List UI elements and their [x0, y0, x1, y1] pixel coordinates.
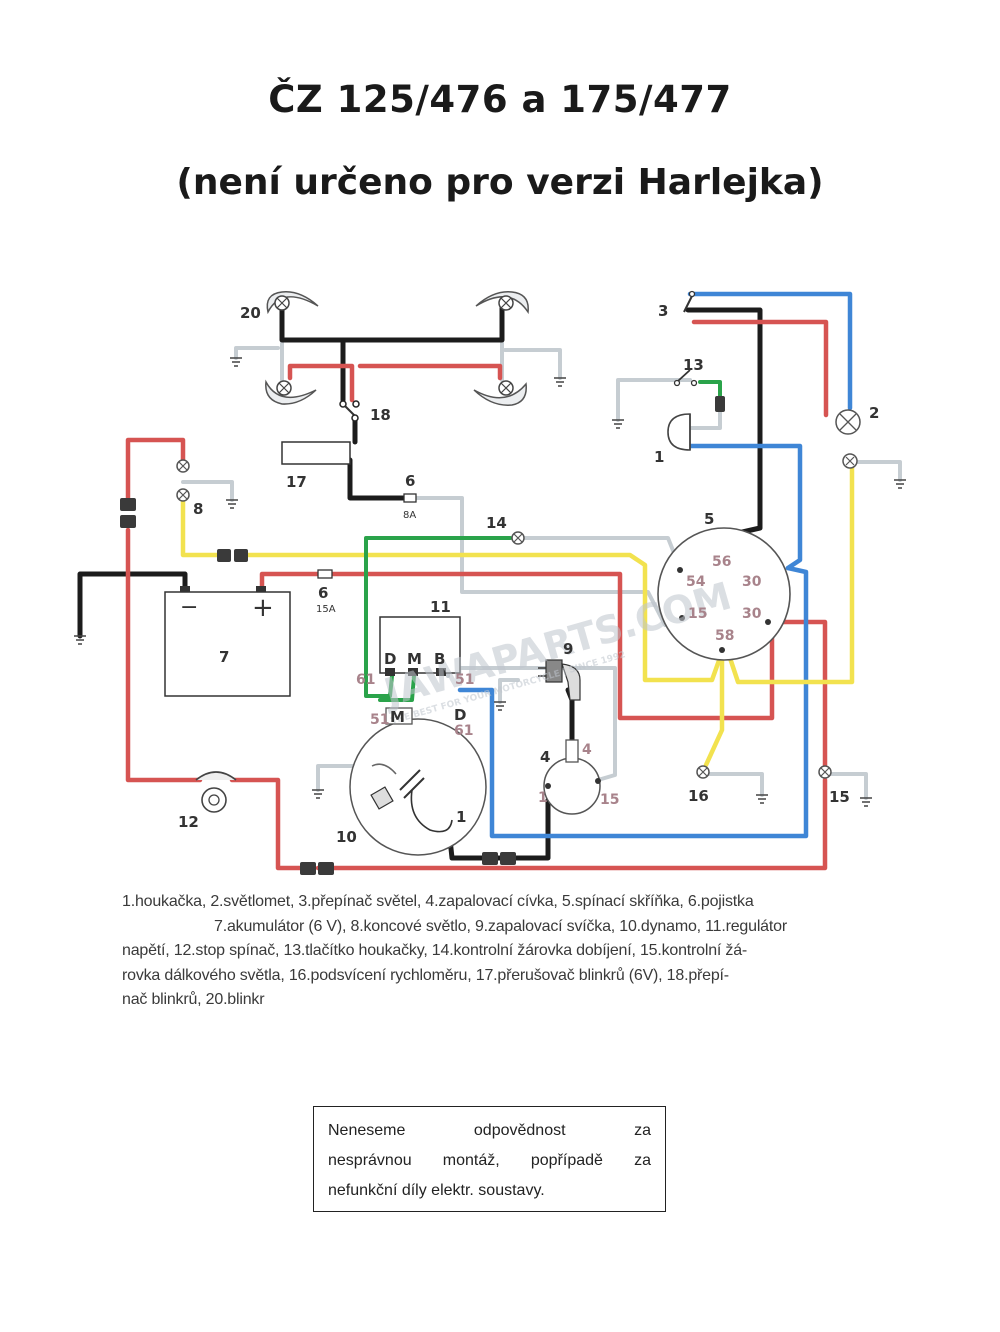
label-10: 10 — [336, 828, 357, 846]
high-beam-indicator-lamp — [818, 765, 832, 779]
label-20: 20 — [240, 304, 261, 322]
ignition-coil — [543, 739, 601, 815]
fuse-15a — [317, 569, 333, 579]
sb-terminal-58: 58 — [715, 628, 734, 644]
reg-terminal-51: 51 — [455, 672, 474, 688]
label-14: 14 — [486, 514, 507, 532]
label-18: 18 — [370, 406, 391, 424]
label-3: 3 — [658, 302, 668, 320]
coil-terminal-4: 4 — [582, 742, 592, 758]
legend-line-1: 1.houkačka, 2.světlomet, 3.přepínač svět… — [122, 893, 754, 910]
light-switch — [683, 290, 696, 313]
disclaimer-word: Neneseme — [328, 1122, 406, 1139]
voltage-regulator — [379, 616, 461, 676]
reg-terminal-d: D — [384, 650, 396, 668]
component-legend: 1.houkačka, 2.světlomet, 3.přepínač svět… — [122, 890, 887, 1013]
ground-symbols — [74, 357, 906, 807]
dynamo-terminal-labels: 51 M D 61 1 — [370, 706, 473, 826]
label-8: 8 — [193, 500, 203, 518]
label-5: 5 — [704, 510, 714, 528]
battery — [164, 586, 291, 697]
component-labels: 20 18 17 6 8A 8 14 3 13 1 2 5 6 15A 11 7… — [178, 302, 879, 846]
battery-minus: − — [180, 595, 198, 620]
wires-green — [364, 380, 722, 702]
blinker-front-right — [475, 291, 529, 315]
label-4: 4 — [540, 748, 550, 766]
label-15: 15 — [829, 788, 850, 806]
fuse-8a-rating: 8A — [403, 510, 416, 521]
dyn-terminal-1: 1 — [456, 808, 466, 826]
label-12: 12 — [178, 813, 199, 831]
disclaimer-word: popřípadě — [530, 1152, 603, 1169]
legend-line-2: 7.akumulátor (6 V), 8.koncové světlo, 9.… — [214, 917, 787, 935]
label-9: 9 — [563, 640, 573, 658]
legend-line-5: nač blinkrů, 20.blinkr — [122, 991, 265, 1008]
blinker-relay — [281, 441, 351, 465]
dynamo — [349, 707, 487, 856]
switch-box-terminal-labels: 56 54 30 15 30 58 — [686, 554, 762, 644]
battery-plus: + — [252, 593, 274, 623]
coil-terminal-labels: 4 1 15 — [538, 742, 619, 808]
disclaimer-word: za — [634, 1152, 651, 1169]
horn — [667, 413, 691, 451]
label-7: 7 — [219, 648, 229, 666]
reg-terminal-b: B — [434, 650, 445, 668]
regulator-terminal-labels: D M B 61 51 — [356, 650, 474, 688]
blinker-front-left — [266, 291, 319, 315]
label-1: 1 — [654, 448, 664, 466]
horn-button — [673, 369, 698, 387]
dyn-terminal-m: M — [390, 708, 405, 726]
charging-indicator-lamp — [511, 531, 525, 545]
tail-light — [176, 459, 190, 502]
dyn-terminal-61: 61 — [454, 723, 473, 739]
sb-terminal-56: 56 — [712, 554, 731, 570]
disclaimer-word: za — [634, 1122, 651, 1139]
dyn-terminal-51: 51 — [370, 712, 389, 728]
page-title: ČZ 125/476 a 175/477 — [268, 78, 732, 121]
wires-blue — [457, 291, 853, 839]
sb-terminal-15: 15 — [688, 606, 707, 622]
fuse-15a-rating: 15A — [316, 604, 336, 615]
sb-terminal-30-top: 30 — [742, 574, 762, 590]
disclaimer-word: nesprávnou — [328, 1152, 412, 1169]
blinker-rear-right — [473, 380, 527, 406]
ignition-switch-box — [657, 527, 791, 661]
disclaimer-line-3: nefunkční díly elektr. soustavy. — [328, 1182, 545, 1199]
connectors — [120, 396, 725, 875]
disclaimer-box: Neneseme odpovědnost za nesprávnou montá… — [313, 1106, 666, 1212]
stop-switch — [195, 771, 237, 813]
spark-plug — [538, 659, 581, 701]
legend-line-3: napětí, 12.stop spínač, 13.tlačítko houk… — [122, 942, 748, 959]
label-17: 17 — [286, 473, 307, 491]
speedometer-light — [696, 765, 710, 779]
headlight — [835, 409, 861, 469]
coil-terminal-1: 1 — [538, 790, 548, 806]
disclaimer-line-2: nesprávnou montáž, popřípadě za — [328, 1146, 651, 1176]
sb-terminal-54: 54 — [686, 574, 706, 590]
reg-terminal-m: M — [407, 650, 422, 668]
label-6-fuse-15a: 6 — [318, 584, 328, 602]
disclaimer-word: montáž, — [442, 1152, 500, 1169]
label-2: 2 — [869, 404, 879, 422]
label-6-fuse-8a: 6 — [405, 472, 415, 490]
blinker-rear-left — [265, 379, 317, 405]
page-subtitle: (není určeno pro verzi Harlejka) — [176, 162, 824, 203]
coil-terminal-15: 15 — [600, 792, 619, 808]
label-11: 11 — [430, 598, 451, 616]
fuse-8a — [403, 493, 417, 503]
sb-terminal-30-bottom: 30 — [742, 606, 762, 622]
legend-line-4: rovka dálkového světla, 16.podsvícení ry… — [122, 966, 729, 984]
wires-yellow — [180, 465, 855, 768]
disclaimer-word: odpovědnost — [473, 1122, 566, 1139]
reg-terminal-61: 61 — [356, 672, 375, 688]
dyn-terminal-d: D — [454, 706, 466, 724]
label-16: 16 — [688, 787, 709, 805]
blinker-switch — [339, 400, 360, 422]
disclaimer-line-1: Neneseme odpovědnost za — [328, 1116, 651, 1146]
label-13: 13 — [683, 356, 704, 374]
